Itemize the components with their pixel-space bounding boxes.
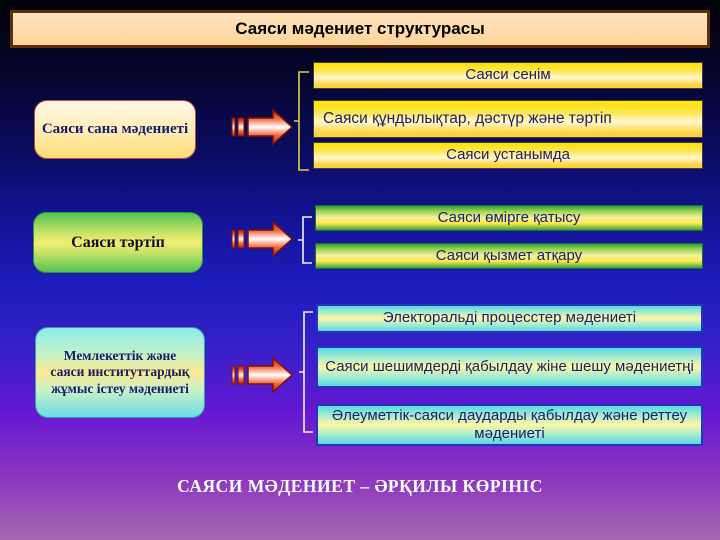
item-bar: Саяси өмірге қатысу: [315, 205, 703, 231]
item-bar: Электоральді процесстер мәдениеті: [316, 304, 703, 333]
bracket-icon: [294, 71, 309, 171]
striped-right-arrow-icon: [231, 108, 294, 146]
slide-title: Саяси мәдениет структурасы: [10, 10, 710, 48]
bracket-icon: [299, 311, 313, 433]
source-box-institutions: Мемлекеттік және саяси институттардық жұ…: [35, 327, 205, 418]
item-bar: Саяси құндылықтар, дәстүр және тәртіп: [313, 100, 703, 138]
bracket-icon: [298, 216, 312, 264]
source-box-political-consciousness: Саяси сана мәдениеті: [34, 100, 196, 159]
item-bar: Әлеуметтік-саяси даударды қабылдау және …: [316, 404, 703, 446]
item-bar: Саяси сенім: [313, 62, 703, 89]
striped-right-arrow-icon: [231, 356, 294, 394]
item-bar: Саяси устанымда: [313, 142, 703, 169]
slide-footer-caption: САЯСИ МӘДЕНИЕТ – ӘРҚИЛЫ КӨРІНІС: [177, 476, 543, 496]
source-box-political-behavior: Саяси тәртіп: [33, 212, 203, 273]
item-bar: Саяси қызмет атқару: [315, 243, 703, 269]
striped-right-arrow-icon: [231, 220, 294, 258]
item-bar: Саяси шешимдерді қабылдау жіне шешу мәде…: [316, 346, 703, 388]
